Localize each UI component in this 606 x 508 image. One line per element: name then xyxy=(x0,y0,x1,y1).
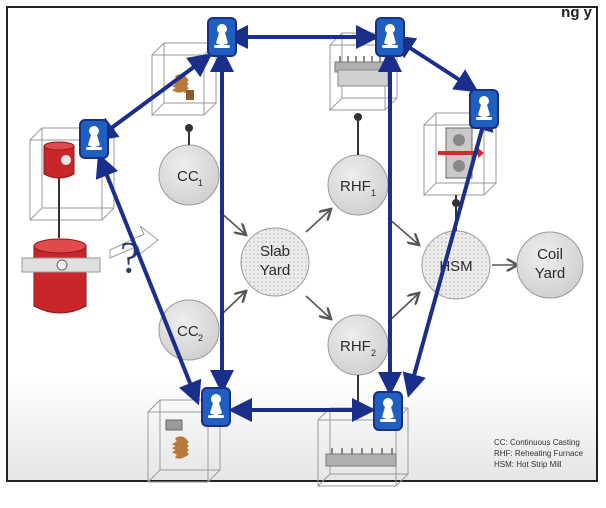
corner-text: ng y xyxy=(561,4,592,21)
node-slab-line2: Yard xyxy=(260,262,291,279)
node-cc2-label: CC xyxy=(177,323,199,340)
question-arrow: ? xyxy=(109,225,159,282)
agent-link-ladle-cc1 xyxy=(93,53,213,142)
legend-item-rhf: RHF: Reheating Furnace xyxy=(494,449,583,458)
node-slab-line1: Slab xyxy=(260,243,290,260)
legend-item-hsm: HSM: Hot Strip Mill xyxy=(494,460,562,469)
operator-agent-icon[interactable] xyxy=(207,17,237,57)
question-mark: ? xyxy=(120,233,140,282)
ladle-icon xyxy=(21,141,101,314)
flow-arrow xyxy=(305,210,330,233)
node-coil-line1: Coil xyxy=(537,246,563,263)
node-rhf2-label: RHF xyxy=(340,338,371,355)
legend: CC: Continuous Casting RHF: Reheating Fu… xyxy=(494,437,583,470)
node-cc1-label: CC xyxy=(177,168,199,185)
node-slab-yard: Slab Yard xyxy=(240,227,310,297)
node-coil-yard: Coil Yard xyxy=(516,231,584,299)
agent-link-ladle-cc2 xyxy=(95,153,202,406)
operator-agent-icon[interactable] xyxy=(469,89,499,129)
agent-links xyxy=(93,25,494,422)
flow-arrow xyxy=(387,294,418,323)
agent-link-top-right xyxy=(390,35,479,93)
node-rhf1: RHF 1 xyxy=(327,113,389,216)
node-coil-line2: Yard xyxy=(535,265,566,282)
furnace-rack-icon xyxy=(325,448,397,467)
operator-agent-icon[interactable] xyxy=(201,387,231,427)
node-cc1: CC 1 xyxy=(158,124,220,206)
agent-link-hsm-rhf2 xyxy=(402,106,494,398)
node-rhf2-sub: 2 xyxy=(371,348,376,358)
legend-item-cc: CC: Continuous Casting xyxy=(494,438,580,447)
operator-agent-icon[interactable] xyxy=(373,391,403,431)
node-hsm: HSM xyxy=(421,195,491,300)
operator-agent-icon[interactable] xyxy=(375,17,405,57)
node-cc1-sub: 1 xyxy=(198,178,203,188)
operator-agent-icon[interactable] xyxy=(79,119,109,159)
caster-spring-icon xyxy=(165,419,189,459)
flow-arrow xyxy=(305,295,330,318)
node-rhf1-label: RHF xyxy=(340,178,371,195)
furnace-rack-icon xyxy=(334,56,391,87)
node-rhf2: RHF 2 xyxy=(327,314,389,405)
flow-arrow xyxy=(387,217,418,244)
node-rhf1-sub: 1 xyxy=(371,188,376,198)
node-cc2-sub: 2 xyxy=(198,333,203,343)
